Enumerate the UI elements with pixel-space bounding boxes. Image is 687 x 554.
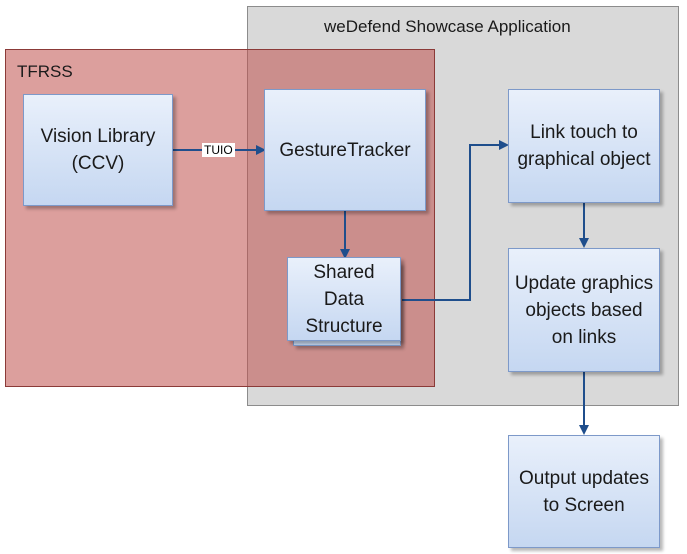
app-region-title: weDefend Showcase Application: [324, 17, 571, 36]
link-touch-box: Link touch to graphical object: [508, 89, 660, 203]
tfrss-region-title: TFRSS: [17, 62, 73, 81]
gesture-tracker-box: GestureTracker: [264, 89, 426, 211]
vision-library-box: Vision Library (CCV): [23, 94, 173, 206]
tuio-label: TUIO: [202, 143, 235, 157]
update-graphics-box: Update graphics objects based on links: [508, 248, 660, 372]
output-updates-box: Output updates to Screen: [508, 435, 660, 548]
arrow-shared-to-link: [402, 140, 509, 301]
shared-data-structure-box: Shared Data Structure: [287, 257, 401, 341]
